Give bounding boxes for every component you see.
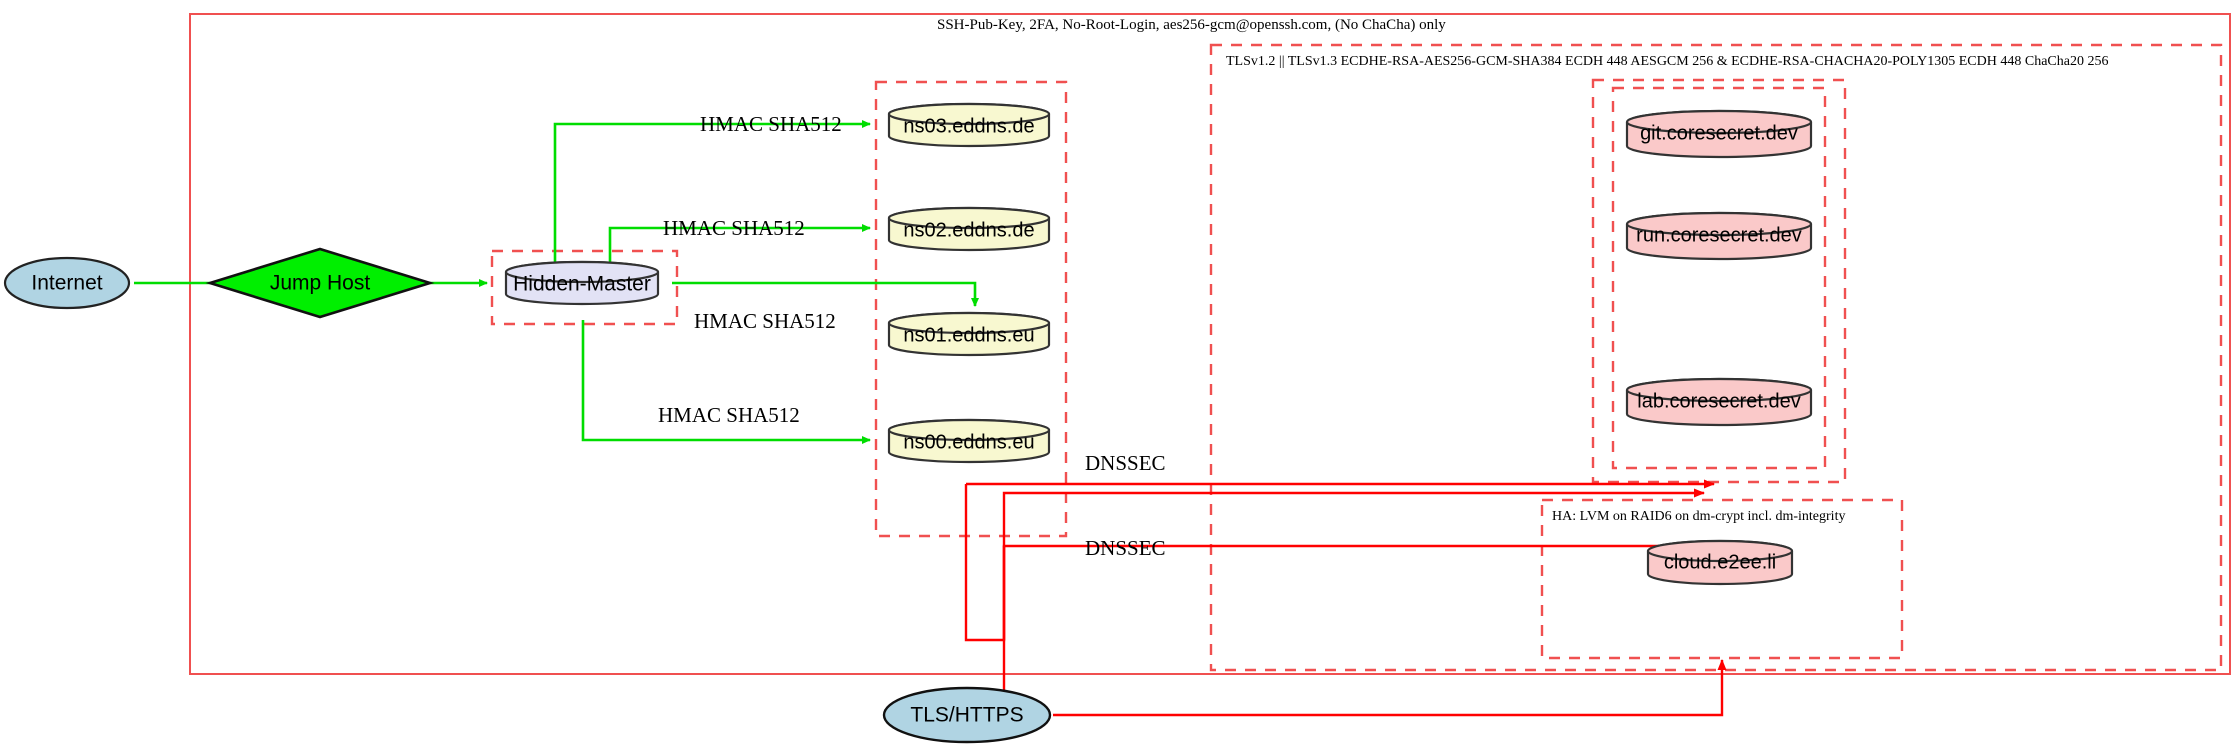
cluster-dns-box	[874, 80, 1068, 538]
node-jump-host-label: Jump Host	[270, 272, 371, 295]
label-dnssec-bottom: DNSSEC	[1085, 536, 1166, 560]
node-ns03-label: ns03.eddns.de	[903, 115, 1034, 137]
node-ns02-label: ns02.eddns.de	[903, 219, 1034, 241]
label-ssh-policy: SSH-Pub-Key, 2FA, No-Root-Login, aes256-…	[937, 17, 1446, 33]
node-git-label: git.coresecret.dev	[1640, 122, 1798, 144]
label-hmac-ns00: HMAC SHA512	[658, 403, 800, 427]
node-git-coresecret-dev[interactable]: git.coresecret.dev	[1625, 109, 1813, 159]
cluster-coresecret-outer	[1591, 78, 1847, 484]
edge-hiddenmaster-ns01	[672, 281, 979, 307]
cluster-hidden-master-box	[490, 249, 679, 326]
node-lab-label: lab.coresecret.dev	[1637, 390, 1800, 412]
cluster-coresecret-inner	[1611, 86, 1827, 470]
node-ns01-label: ns01.eddns.eu	[903, 324, 1034, 346]
node-hidden-master[interactable]: Hidden-Master	[504, 260, 660, 306]
cluster-tls-box	[1209, 43, 2223, 672]
node-ns00-eddns-eu[interactable]: ns00.eddns.eu	[887, 418, 1051, 464]
node-hidden-master-label: Hidden-Master	[513, 273, 651, 296]
edge-dnssec-top	[964, 484, 1705, 642]
node-ns01-eddns-eu[interactable]: ns01.eddns.eu	[887, 311, 1051, 357]
label-dnssec-top: DNSSEC	[1085, 451, 1166, 475]
label-ha-cluster: HA: LVM on RAID6 on dm-crypt incl. dm-in…	[1552, 509, 1846, 524]
label-hmac-ns02: HMAC SHA512	[663, 216, 805, 240]
node-ns03-eddns-de[interactable]: ns03.eddns.de	[887, 102, 1051, 148]
node-lab-coresecret-dev[interactable]: lab.coresecret.dev	[1625, 377, 1813, 427]
node-cloud-e2ee-li[interactable]: cloud.e2ee.li	[1646, 539, 1794, 586]
node-run-label: run.coresecret.dev	[1636, 224, 1802, 246]
node-ns00-label: ns00.eddns.eu	[903, 431, 1034, 453]
node-internet-label: Internet	[31, 272, 102, 295]
node-internet[interactable]: Internet	[3, 256, 131, 310]
cluster-ssh-box	[189, 13, 2231, 675]
edge-tlshttps-to-ha	[1053, 659, 1727, 717]
node-tls-https[interactable]: TLS/HTTPS	[882, 686, 1052, 744]
edge-hiddenmaster-ns03	[553, 120, 871, 262]
node-ns02-eddns-de[interactable]: ns02.eddns.de	[887, 206, 1051, 252]
label-hmac-ns03: HMAC SHA512	[700, 112, 842, 136]
node-tls-https-label: TLS/HTTPS	[910, 704, 1023, 727]
label-hmac-ns01: HMAC SHA512	[694, 309, 836, 333]
node-run-coresecret-dev[interactable]: run.coresecret.dev	[1625, 211, 1813, 261]
label-tls-cluster: TLSv1.2 || TLSv1.3 ECDHE-RSA-AES256-GCM-…	[1226, 54, 2109, 69]
node-jump-host[interactable]: Jump Host	[205, 247, 435, 319]
node-cloud-label: cloud.e2ee.li	[1664, 551, 1776, 573]
